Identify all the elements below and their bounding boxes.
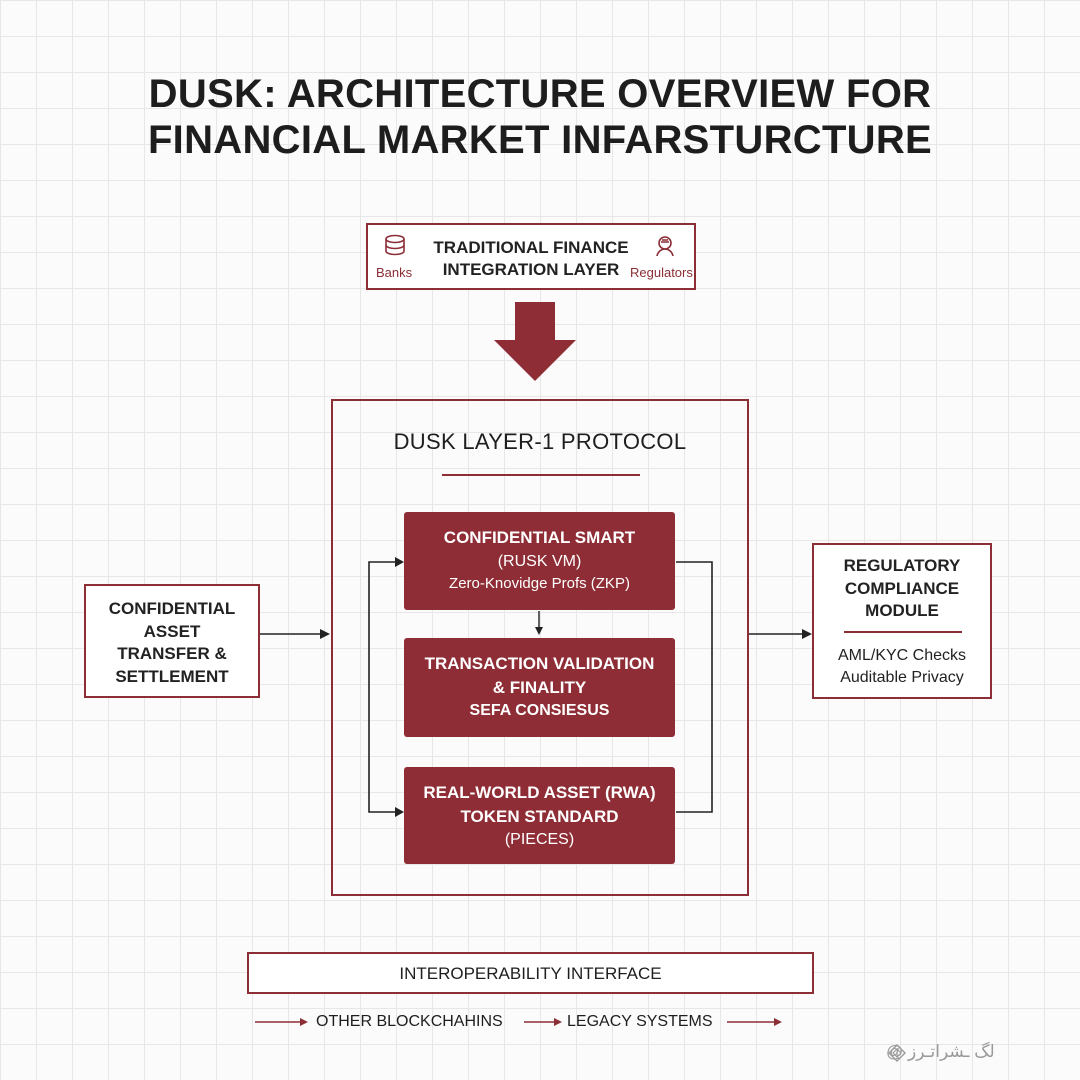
block-1-line-1: CONFIDENTIAL SMART bbox=[443, 528, 636, 547]
protocol-title: DUSK LAYER-1 PROTOCOL bbox=[393, 429, 687, 454]
block-2-line-2: & FINALITY bbox=[492, 678, 587, 697]
watermark-logo-icon bbox=[888, 1044, 906, 1067]
protocol-block-rwa: REAL-WORLD ASSET (RWA) TOKEN STANDARD (P… bbox=[404, 767, 675, 864]
block-3-line-3: (PIECES) bbox=[504, 831, 575, 848]
right-box-divider bbox=[844, 631, 962, 633]
arrow-head-right bbox=[802, 629, 812, 639]
block-1-line-3: Zero-Knovidge Profs (ZKP) bbox=[449, 575, 630, 592]
interoperability-box: INTEROPERABILITY INTERFACE bbox=[247, 952, 814, 994]
right-box-line-2: COMPLIANCE bbox=[844, 578, 960, 598]
block-3-line-2: TOKEN STANDARD bbox=[460, 807, 619, 826]
protocol-block-smart-contracts: CONFIDENTIAL SMART (RUSK VM) Zero-Knovid… bbox=[404, 512, 675, 610]
confidential-asset-box: CONFIDENTIAL ASSET TRANSFER & SETTLEMENT bbox=[84, 584, 260, 698]
right-box-line-3: MODULE bbox=[865, 601, 939, 620]
right-box-line-1: REGULATORY bbox=[843, 556, 961, 575]
integration-title-line-1: TRADITIONAL FINANCE bbox=[433, 238, 629, 257]
watermark-text: لگ ـشراتـرز @ bbox=[886, 1042, 995, 1061]
arrow-head-left bbox=[320, 629, 330, 639]
database-icon bbox=[382, 233, 408, 264]
right-box-line-5: Auditable Privacy bbox=[840, 669, 964, 686]
block-2-line-1: TRANSACTION VALIDATION bbox=[424, 654, 655, 673]
block-2-line-3: SEFA CONSIESUS bbox=[469, 702, 610, 719]
interoperability-label: INTEROPERABILITY INTERFACE bbox=[399, 964, 662, 983]
protocol-title-underline bbox=[442, 474, 640, 476]
integration-title-line-2: INTEGRATION LAYER bbox=[442, 260, 620, 279]
down-arrow-icon bbox=[494, 302, 576, 381]
regulator-icon bbox=[652, 233, 678, 264]
left-box-line-3: TRANSFER & bbox=[117, 644, 227, 663]
other-blockchains-label: OTHER BLOCKCHAHINS bbox=[316, 1013, 503, 1030]
legacy-systems-label: LEGACY SYSTEMS bbox=[567, 1013, 713, 1030]
block-3-line-1: REAL-WORLD ASSET (RWA) bbox=[423, 783, 656, 802]
banks-label: Banks bbox=[376, 265, 413, 280]
regulators-label: Regulators bbox=[630, 265, 693, 280]
page-title-line-1: DUSK: ARCHITECTURE OVERVIEW FOR bbox=[148, 72, 932, 116]
left-box-line-2: ASSET bbox=[143, 621, 201, 641]
block-1-line-2: (RUSK VM) bbox=[497, 553, 582, 570]
page-title-line-2: FINANCIAL MARKET INFARSTURCTURE bbox=[147, 118, 933, 162]
protocol-container: DUSK LAYER-1 PROTOCOL bbox=[331, 399, 749, 896]
regulatory-compliance-box: REGULATORY COMPLIANCE MODULE AML/KYC Che… bbox=[812, 543, 992, 699]
left-box-line-4: SETTLEMENT bbox=[115, 666, 229, 686]
left-box-line-1: CONFIDENTIAL bbox=[108, 599, 236, 618]
protocol-block-validation: TRANSACTION VALIDATION & FINALITY SEFA C… bbox=[404, 638, 675, 737]
right-box-line-4: AML/KYC Checks bbox=[837, 647, 967, 664]
integration-layer-box: Banks TRADITIONAL FINANCE INTEGRATION LA… bbox=[366, 223, 696, 290]
